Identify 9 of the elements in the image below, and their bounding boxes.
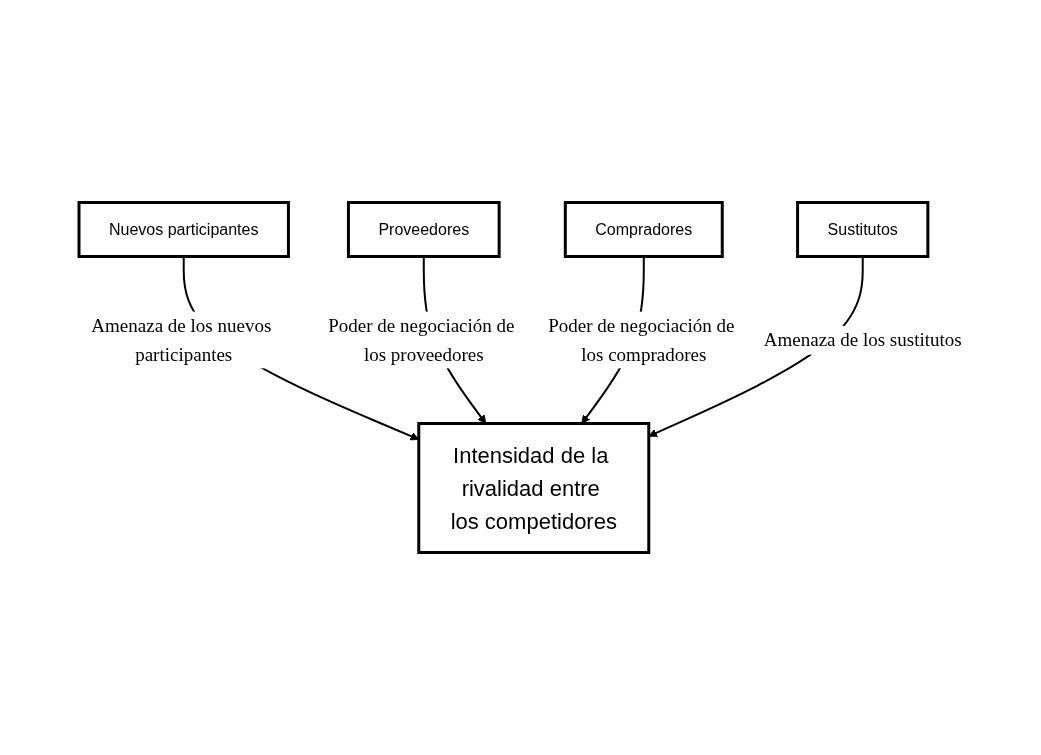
node-box: Proveedores bbox=[347, 201, 501, 258]
node-box: Sustitutos bbox=[796, 201, 930, 258]
node-box: Intensidad de la rivalidad entre los competidores bbox=[417, 422, 651, 554]
edge-label: Poder de negociación de los compradores bbox=[548, 314, 735, 364]
node-box: Compradores bbox=[563, 201, 724, 258]
edge-label: Amenaza de los nuevos participantes bbox=[91, 314, 272, 364]
edge-label: Poder de negociación de los proveedores bbox=[328, 314, 515, 364]
edge-label: Amenaza de los sustitutos bbox=[763, 328, 962, 350]
node-box: Nuevos participantes bbox=[77, 201, 291, 258]
